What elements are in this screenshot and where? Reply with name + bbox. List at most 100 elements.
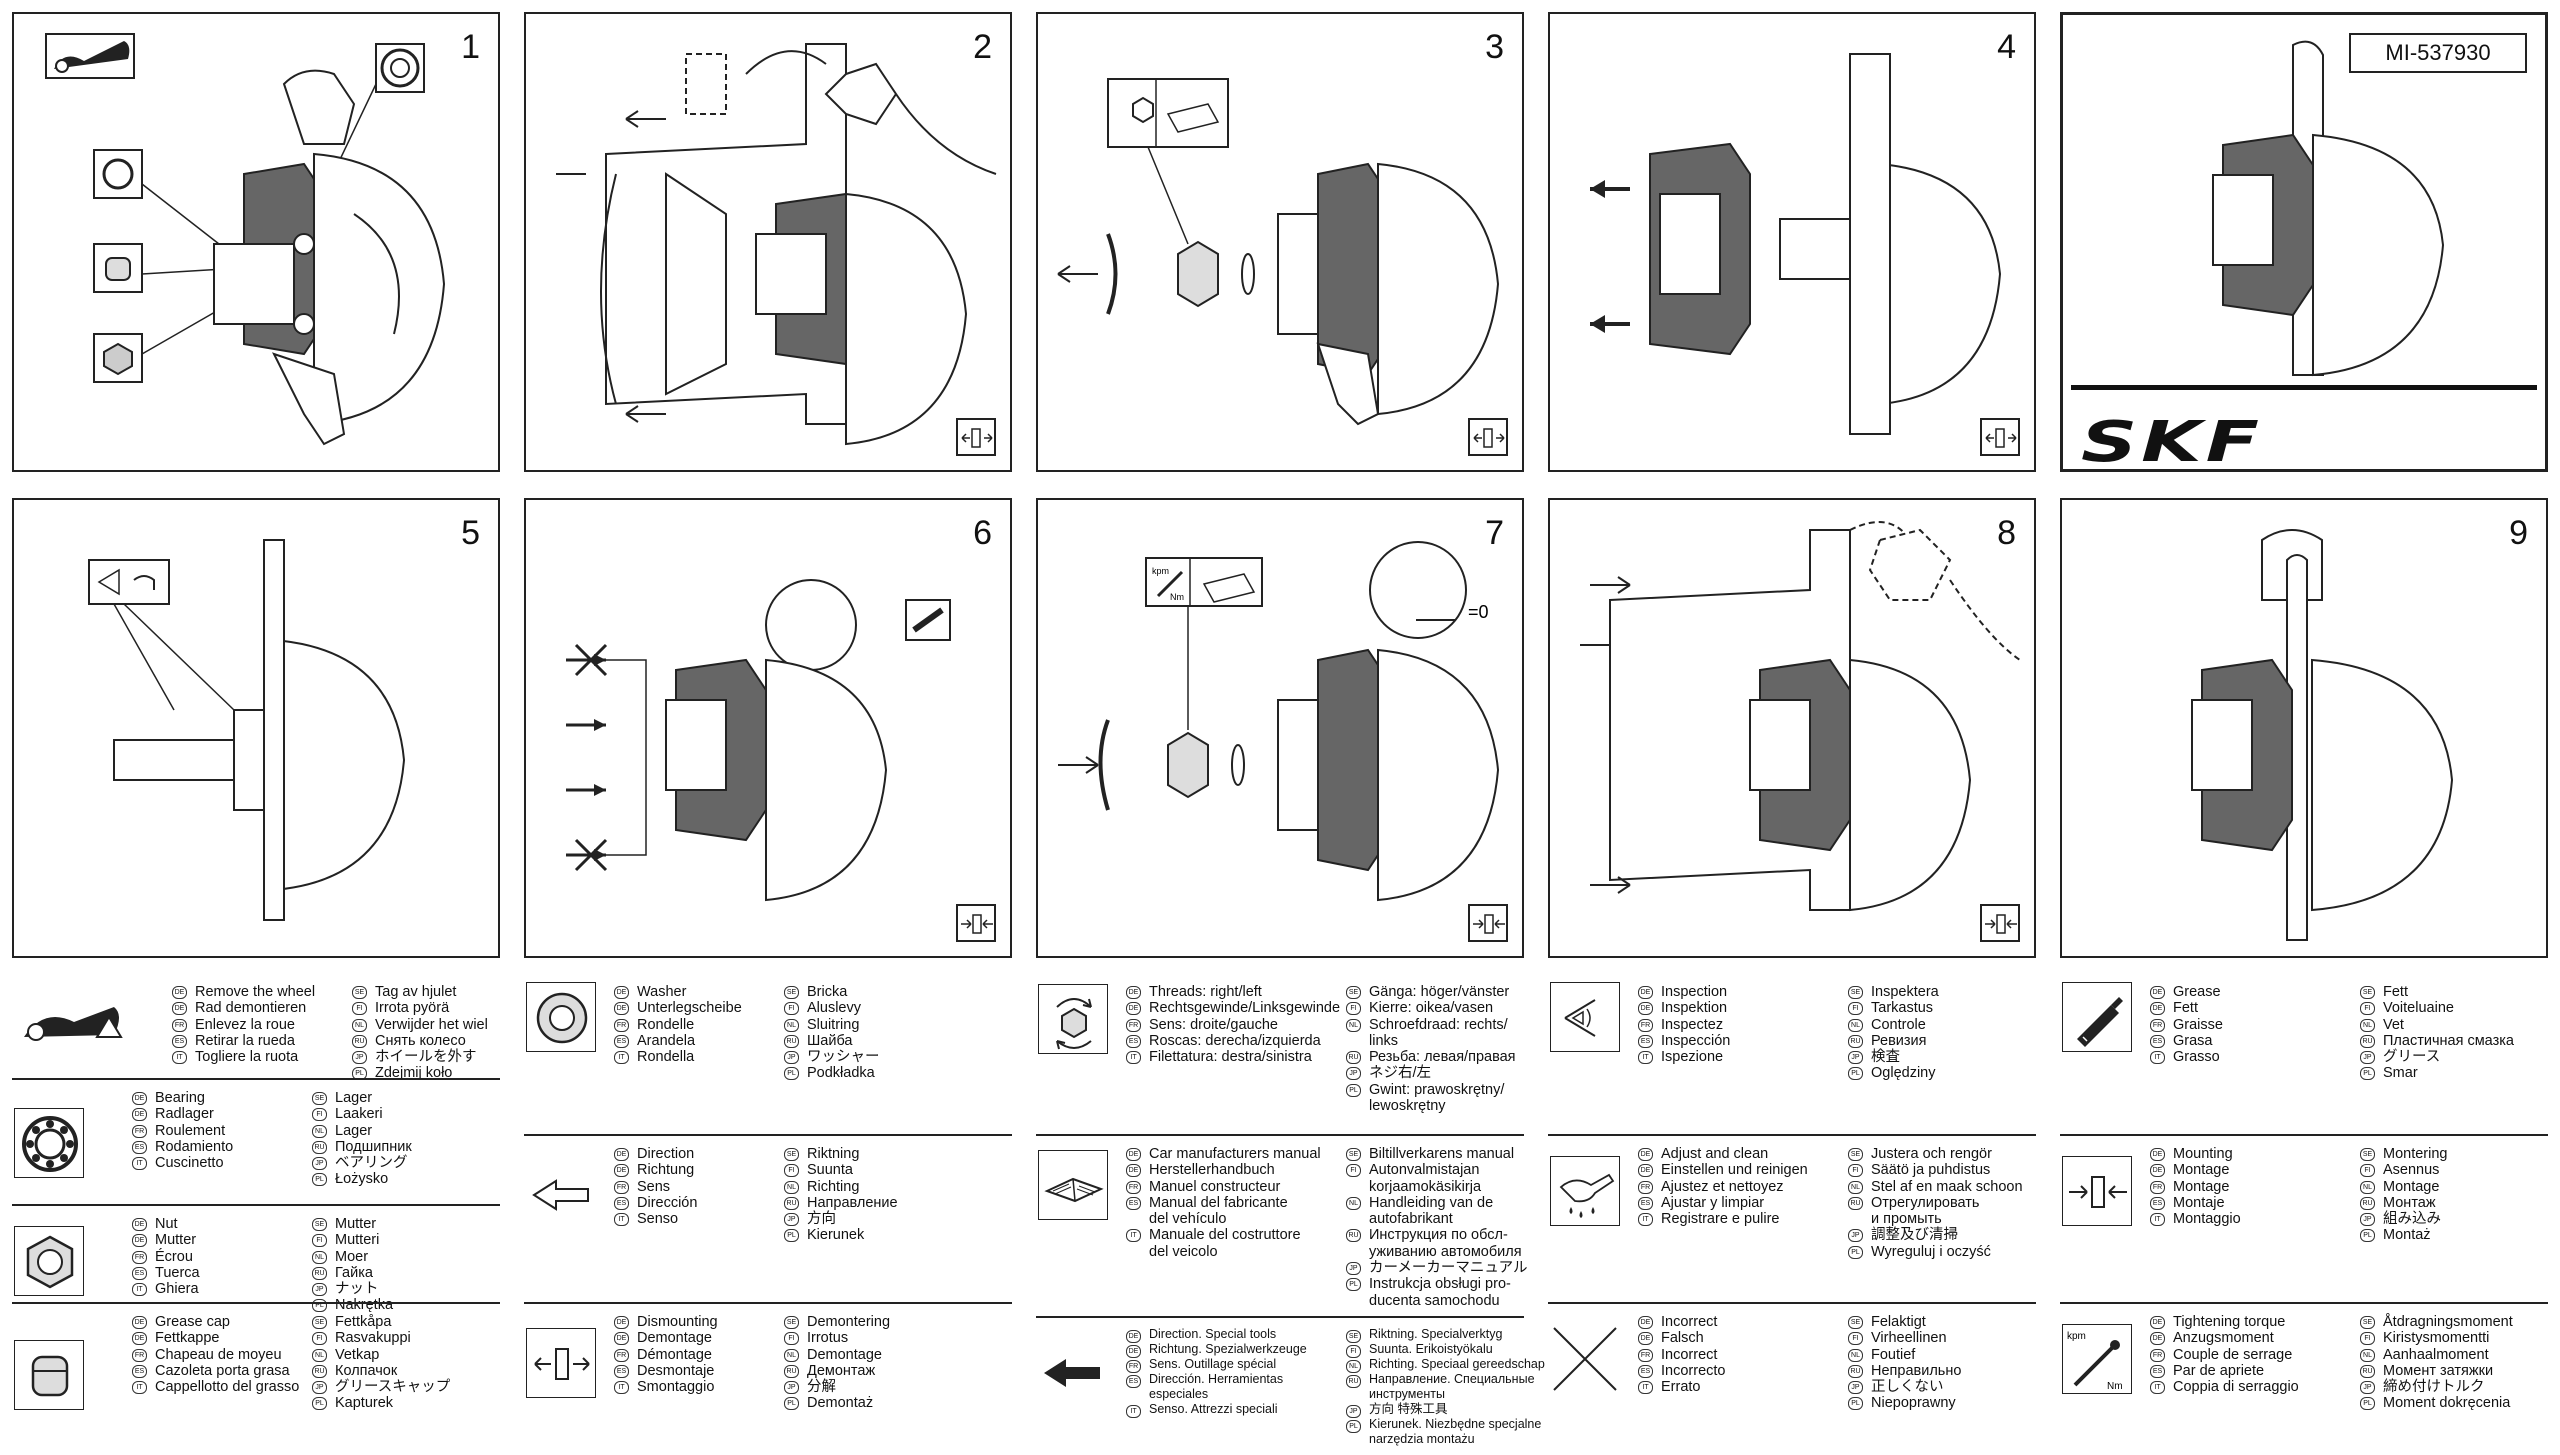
language-badge: SE [1346, 986, 1361, 999]
language-badge: RU [312, 1140, 327, 1154]
legend-label: Nut [155, 1216, 178, 1232]
language-badge: SE [2360, 1316, 2375, 1329]
language-badge: DE [2150, 1164, 2165, 1178]
legend-label: Rodamiento [155, 1138, 234, 1155]
legend-line: lewoskrętny [1346, 1098, 1516, 1114]
language-badge: JP [1346, 1262, 1361, 1276]
language-badge: JP [1346, 1405, 1361, 1418]
svg-text:kpm: kpm [2067, 1331, 2086, 1342]
legend-label: Niepoprawny [1871, 1395, 1956, 1412]
legend-label: Podkładka [807, 1065, 875, 1082]
legend-label: Tarkastus [1871, 1000, 1934, 1017]
direction-arrow-icon [526, 1160, 596, 1230]
language-badge: DE [614, 1332, 629, 1346]
language-badge: FR [1638, 1018, 1653, 1032]
step-panel-5: 5 [12, 498, 500, 958]
legend-label: Inspectez [1661, 1016, 1724, 1033]
legend-label: Riktning [807, 1146, 860, 1162]
step-panel-2: 2 [524, 12, 1012, 472]
legend-line: NL Demontage [784, 1347, 890, 1363]
legend-label: Irrotus [807, 1330, 849, 1347]
legend-label: Rondelle [637, 1016, 695, 1033]
legend-label: 方向 [807, 1211, 836, 1228]
hub-mounting-diagram [566, 579, 951, 902]
language-badge: FI [1848, 1164, 1863, 1178]
language-badge: DE [1126, 986, 1141, 999]
legend-line: DE Montage [2150, 1162, 2241, 1178]
incorrect-cross-icon [1550, 1324, 1620, 1394]
step-number: 2 [973, 28, 992, 66]
legend-label: Smar [2383, 1065, 2418, 1082]
language-badge: ES [132, 1266, 147, 1280]
legend-label: Virheellinen [1871, 1330, 1947, 1347]
legend-label: Direction. Special tools [1149, 1327, 1277, 1341]
legend-label: Rondella [637, 1049, 695, 1066]
legend-label: Registrare e pulire [1661, 1211, 1780, 1228]
language-badge: JP [312, 1283, 327, 1297]
language-badge: SE [784, 1316, 799, 1329]
legend-label: Demontage [807, 1346, 882, 1363]
language-badge: NL [784, 1348, 799, 1362]
mounting-symbol [956, 904, 996, 942]
language-badge: FI [2360, 1002, 2375, 1016]
legend-label: Controle [1871, 1016, 1926, 1033]
svg-text:Nm: Nm [2107, 1381, 2123, 1392]
legend-label: Inspección [1661, 1032, 1731, 1049]
language-badge: FR [132, 1124, 147, 1138]
language-badge: NL [1848, 1180, 1863, 1194]
legend-label: Montage [2173, 1162, 2230, 1179]
legend-label: Направление. Специальные [1369, 1372, 1535, 1386]
legend-label: ナット [335, 1281, 379, 1298]
language-badge: SE [2360, 986, 2375, 999]
legend-label: Manual del fabricante [1149, 1194, 1288, 1211]
legend-label: Aluslevy [807, 1000, 861, 1017]
language-badge: IT [1638, 1051, 1653, 1065]
language-badge: FR [132, 1348, 147, 1362]
language-badge: DE [2150, 986, 2165, 999]
step-number: 4 [1997, 28, 2016, 66]
language-badge: ES [1638, 1034, 1653, 1048]
language-badge: ES [1126, 1034, 1141, 1048]
language-badge: RU [784, 1364, 799, 1378]
language-badge: IT [614, 1051, 629, 1065]
legend-label: Incorrect [1661, 1314, 1718, 1330]
torque-nm-label: Nm [1170, 592, 1184, 602]
